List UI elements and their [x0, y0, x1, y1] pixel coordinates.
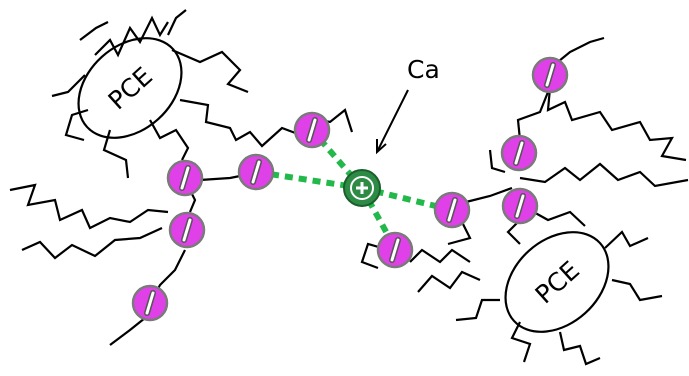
anion-group [500, 134, 538, 172]
pce-right-ellipse [504, 231, 610, 333]
ca-label: Ca [407, 55, 440, 84]
anionic-groups [131, 56, 569, 322]
pce-left-coil: PCE [51, 9, 299, 179]
anion-group [131, 284, 169, 322]
calcium-inner-ring [350, 176, 374, 200]
ca-arrow-line [377, 89, 409, 151]
anion-group [376, 231, 414, 269]
anion-group [237, 153, 275, 191]
right-backbone-chains [360, 36, 689, 270]
ca-pointer: Ca [376, 55, 440, 155]
anion-group [293, 111, 331, 149]
anion-group [166, 159, 204, 197]
anion-group [501, 187, 539, 225]
anion-group [168, 211, 206, 249]
pce-right-coil: PCE [409, 219, 663, 366]
calcium-ion [343, 169, 381, 207]
ca-arrow-head [376, 139, 387, 155]
anion-group [433, 191, 471, 229]
anion-group [531, 56, 569, 94]
pce-left-ellipse [77, 37, 183, 139]
